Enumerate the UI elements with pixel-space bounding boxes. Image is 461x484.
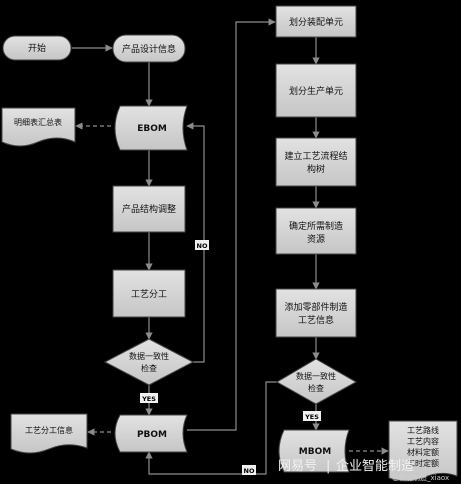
detail-summary-node: 明细表汇总表 [1, 107, 76, 147]
production-unit-label: 划分生产单元 [289, 85, 343, 97]
consistency-check-left-node: 数据一致性 检查 [103, 338, 195, 386]
assembly-unit-node: 划分装配单元 [275, 5, 357, 38]
route-doc-line4: 工时定额 [407, 458, 439, 468]
svg-text:NO: NO [244, 467, 255, 475]
part-process-info-node: 添加零部件制造 工艺信息 [275, 288, 357, 338]
resources-line1: 确定所需制造 [289, 220, 343, 232]
edge-label-yes-left: YES [140, 393, 158, 403]
edge-label-no-left: NO [195, 240, 209, 250]
watermark-name: 企业智能制造 [336, 458, 414, 474]
svg-text:YES: YES [141, 395, 156, 403]
ebom-label: EBOM [137, 124, 167, 134]
part-process-info-line1: 添加零部件制造 [284, 301, 347, 313]
process-tree-node: 建立工艺流程结 构树 [275, 137, 357, 187]
product-design-info-label: 产品设计信息 [122, 43, 176, 55]
svg-text:YES: YES [304, 413, 319, 421]
part-process-info-line2: 工艺信息 [298, 314, 334, 326]
structure-adjust-node: 产品结构调整 [112, 185, 186, 233]
svg-text:NO: NO [197, 242, 208, 250]
watermark-small: @智能制造_xiaox [392, 473, 449, 482]
route-doc-line2: 工艺内容 [407, 436, 439, 446]
edge-check-no-to-pbom [145, 381, 277, 475]
route-doc-line3: 材料定额 [407, 447, 439, 457]
ebom-node: EBOM [114, 105, 188, 151]
route-doc-line1: 工艺路线 [407, 425, 439, 435]
process-tree-line1: 建立工艺流程结 [284, 150, 347, 162]
process-division-info-node: 工艺分工信息 [10, 413, 88, 454]
edge-pbom-to-assembly [187, 18, 276, 431]
consistency-check-left-line2: 检查 [141, 363, 157, 373]
resources-line2: 资源 [307, 234, 325, 245]
process-division-node: 工艺分工 [112, 269, 186, 318]
process-division-info-label: 工艺分工信息 [25, 425, 73, 435]
start-label: 开始 [28, 42, 46, 54]
process-tree-line2: 构树 [307, 163, 325, 175]
resources-node: 确定所需制造 资源 [275, 207, 357, 255]
route-doc-node: 工艺路线 工艺内容 材料定额 工时定额 [388, 420, 458, 482]
pbom-node: PBOM [114, 414, 188, 453]
consistency-check-left-line1: 数据一致性 [129, 351, 169, 361]
pbom-label: PBOM [137, 430, 167, 440]
start-node: 开始 [2, 35, 72, 61]
edge-label-no-bottom: NO [242, 465, 256, 475]
consistency-check-right-line1: 数据一致性 [296, 371, 336, 381]
detail-summary-label: 明细表汇总表 [14, 117, 62, 127]
product-design-info-node: 产品设计信息 [112, 34, 186, 63]
mbom-label: MBOM [299, 447, 331, 457]
watermark-divider: | [326, 459, 330, 474]
structure-adjust-label: 产品结构调整 [122, 203, 176, 215]
mbom-node: MBOM [278, 429, 350, 473]
assembly-unit-label: 划分装配单元 [289, 16, 343, 28]
production-unit-node: 划分生产单元 [275, 63, 357, 118]
edge-label-yes-right: YES [303, 411, 321, 421]
watermark: 网易号 | 企业智能制造 @智能制造_xiaox [278, 458, 449, 482]
consistency-check-right-line2: 检查 [308, 383, 324, 393]
process-division-label: 工艺分工 [131, 289, 167, 300]
watermark-brand: 网易号 [278, 459, 317, 474]
consistency-check-right-node: 数据一致性 检查 [275, 358, 358, 405]
